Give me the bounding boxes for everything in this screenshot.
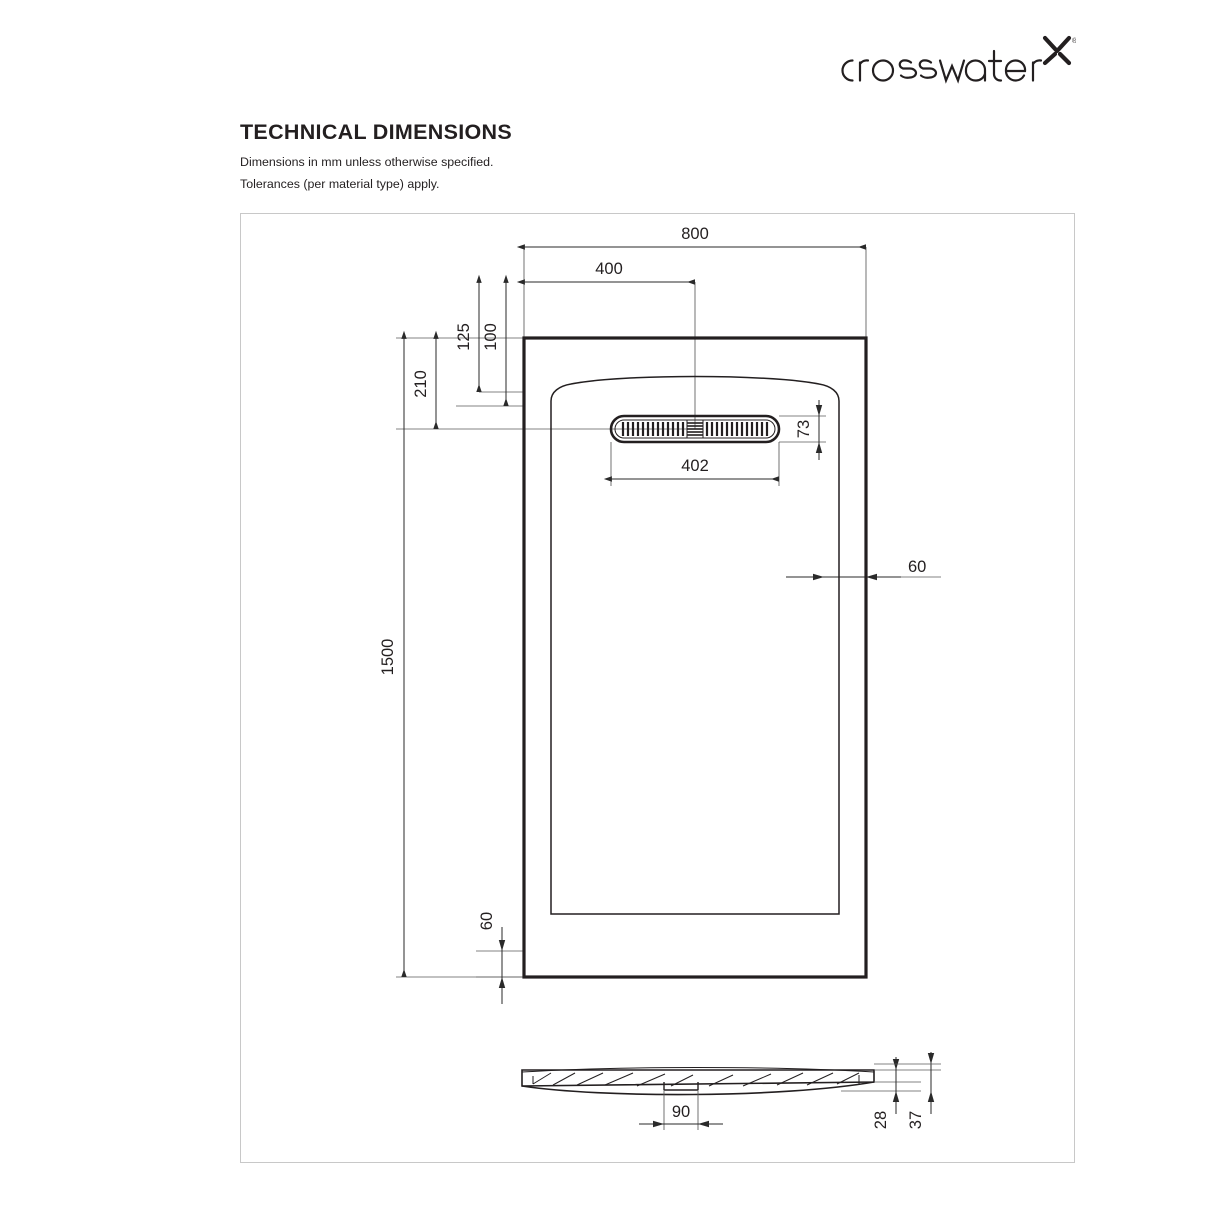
note-line-2: Tolerances (per material type) apply. xyxy=(240,177,440,191)
construction-lines xyxy=(396,247,941,978)
crosswater-logo: ® xyxy=(836,30,1076,88)
dim-label-60-right: 60 xyxy=(908,558,926,576)
dim-overall-length: 1500 xyxy=(379,330,407,977)
grate-slots-right xyxy=(705,422,769,436)
section-waste-aperture xyxy=(663,1082,699,1091)
plan-and-section-svg: 800 400 125 100 xyxy=(379,225,941,1130)
dim-label-400: 400 xyxy=(595,260,623,278)
dim-height-outer: 37 xyxy=(907,1052,935,1129)
dim-label-60-bottom: 60 xyxy=(478,912,496,930)
dim-label-125: 125 xyxy=(455,323,473,351)
logo-svg: ® xyxy=(841,35,1076,84)
waste-grate xyxy=(609,414,781,444)
dim-waste-width: 73 xyxy=(795,400,823,460)
dim-label-100: 100 xyxy=(482,323,500,351)
dim-rim-right: 60 xyxy=(786,558,926,581)
dim-label-37: 37 xyxy=(907,1111,925,1129)
dim-label-28: 28 xyxy=(872,1111,890,1129)
dim-label-210: 210 xyxy=(412,370,430,398)
dim-label-402: 402 xyxy=(681,457,709,475)
dim-label-1500: 1500 xyxy=(379,639,397,676)
section-extension-lines xyxy=(841,1069,941,1092)
dim-waste-aperture: 90 xyxy=(639,1090,723,1130)
section-view: 90 28 xyxy=(521,1052,941,1130)
drawing-frame: 800 400 125 100 xyxy=(240,213,1075,1163)
dim-drain-centre-x: 400 xyxy=(516,260,695,285)
dim-height-inner: 28 xyxy=(872,1057,900,1129)
dim-rim-bottom: 60 xyxy=(478,912,506,1004)
note-line-1: Dimensions in mm unless otherwise specif… xyxy=(240,155,494,169)
page-title: TECHNICAL DIMENSIONS xyxy=(240,120,512,144)
dim-offset-100: 100 xyxy=(482,274,509,406)
grate-centre-plate xyxy=(686,419,704,439)
section-hatching xyxy=(532,1072,860,1087)
dim-waste-length: 402 xyxy=(603,457,779,482)
tray-inner-well xyxy=(550,375,840,915)
drawing-canvas: 800 400 125 100 xyxy=(241,214,1074,1162)
dim-label-73: 73 xyxy=(795,420,813,438)
tray-outer-outline xyxy=(522,336,868,979)
dim-offset-125: 125 xyxy=(455,274,482,392)
grate-slots-left xyxy=(621,422,685,436)
x-mark-icon xyxy=(1042,35,1072,66)
dim-label-90: 90 xyxy=(672,1103,690,1121)
dim-drain-centre-y: 210 xyxy=(412,330,439,429)
dim-overall-width: 800 xyxy=(516,225,866,250)
dim-label-800: 800 xyxy=(681,225,709,243)
registered-mark: ® xyxy=(1072,37,1076,45)
